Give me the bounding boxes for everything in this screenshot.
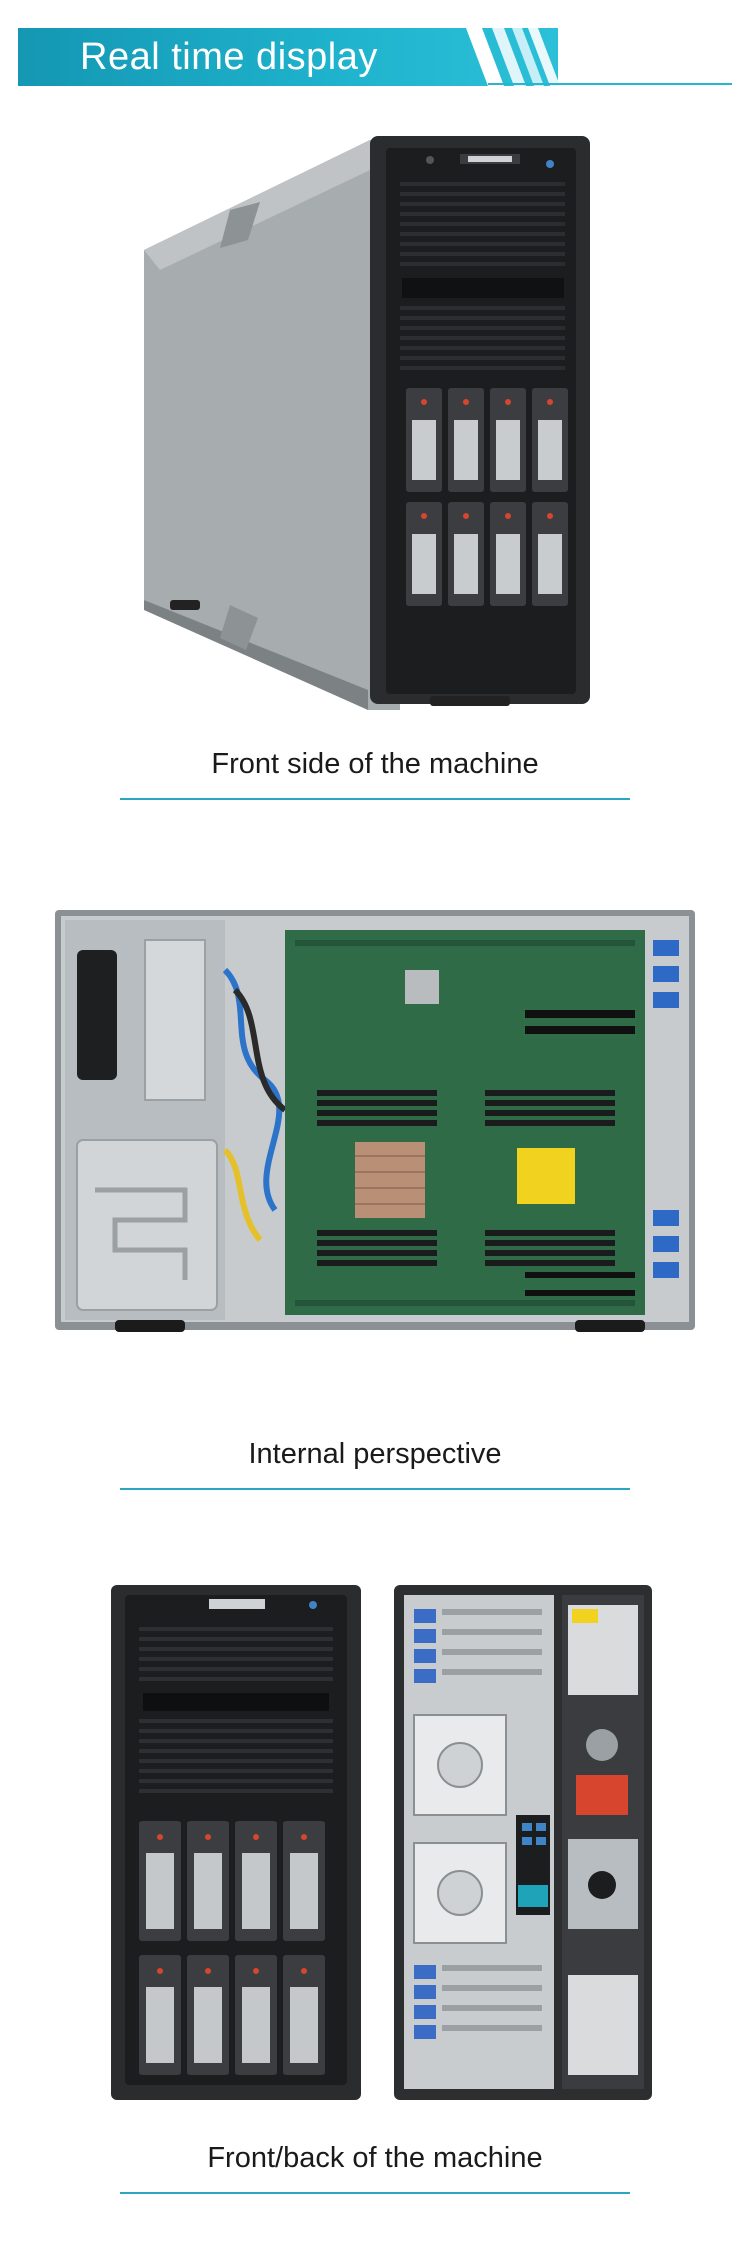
banner-stripes-decoration: [466, 28, 560, 86]
page-title: Real time display: [80, 36, 378, 78]
caption-front-side: Front side of the machine: [211, 748, 539, 780]
server-front-side-image: [144, 136, 590, 710]
server-back-image: [394, 1585, 652, 2100]
caption-rule-front-side: [120, 798, 630, 800]
caption-internal: Internal perspective: [248, 1438, 502, 1470]
section-banner: Real time display: [18, 28, 732, 86]
caption-rule-internal: [120, 1488, 630, 1490]
server-internal-image: [55, 910, 695, 1332]
caption-front-back: Front/back of the machine: [207, 2142, 543, 2174]
caption-rule-front-back: [120, 2192, 630, 2194]
banner-underline: [488, 83, 732, 85]
banner-background: [18, 28, 558, 86]
server-front-image: [111, 1585, 361, 2100]
